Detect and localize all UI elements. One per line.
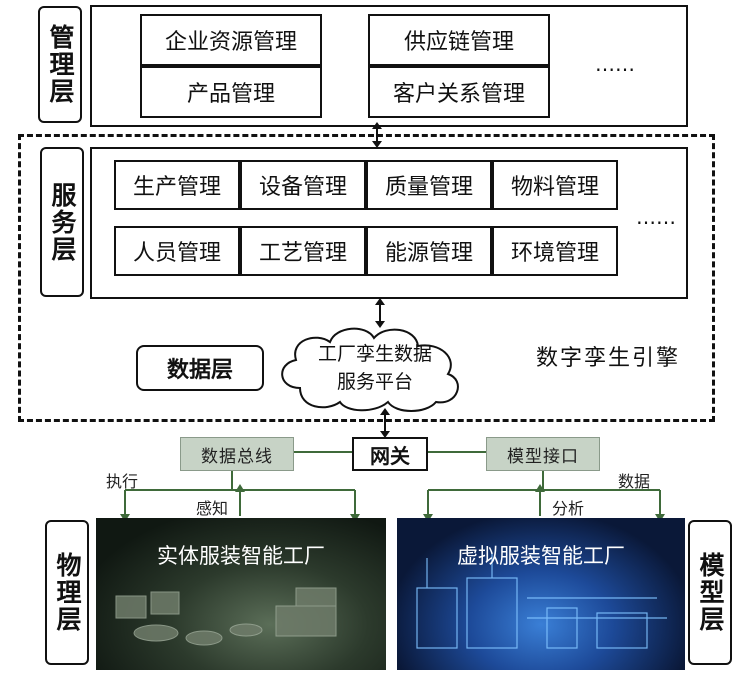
svc-personnel-box: 人员管理 xyxy=(114,226,240,276)
gateway-box: 网关 xyxy=(352,437,428,471)
exec-label: 执行 xyxy=(106,472,139,491)
twin-engine-label: 数字孪生引擎 xyxy=(536,346,681,371)
data-bus-tag: 数据总线 xyxy=(180,437,294,471)
virtual-factory-title: 虚拟服装智能工厂 xyxy=(457,544,625,568)
service-layer-tag: 服务层 xyxy=(40,147,84,297)
analyze-label: 分析 xyxy=(552,499,585,518)
mgmt-supply-chain-box: 供应链管理 xyxy=(368,14,550,66)
physical-factory-image: 实体服装智能工厂 xyxy=(96,518,386,670)
cloud-gateway-arrow xyxy=(380,408,390,438)
physical-factory-title: 实体服装智能工厂 xyxy=(157,544,325,568)
data-label: 数据 xyxy=(618,472,651,491)
mgmt-crm-box: 客户关系管理 xyxy=(368,66,550,118)
cloud-shape xyxy=(281,327,459,412)
svc-equipment-box: 设备管理 xyxy=(240,160,366,210)
management-layer-tag: 管理层 xyxy=(38,6,82,123)
svc-quality-box: 质量管理 xyxy=(366,160,492,210)
sense-label: 感知 xyxy=(196,499,229,518)
svc-process-box: 工艺管理 xyxy=(240,226,366,276)
model-layer-tag: 模型层 xyxy=(688,520,732,665)
svc-material-box: 物料管理 xyxy=(492,160,618,210)
svc-more-dots: …… xyxy=(636,205,676,229)
twin-engine-frame xyxy=(18,134,715,422)
data-layer-tag: 数据层 xyxy=(136,345,264,391)
model-interface-tag: 模型接口 xyxy=(486,437,600,471)
physical-layer-tag: 物理层 xyxy=(45,520,89,665)
mgmt-product-box: 产品管理 xyxy=(140,66,322,118)
mgmt-more-dots: …… xyxy=(595,52,635,76)
virtual-factory-image: 虚拟服装智能工厂 xyxy=(397,518,685,670)
cloud-label: 工厂孪生数据服务平台 xyxy=(317,343,432,393)
mgmt-erp-box: 企业资源管理 xyxy=(140,14,322,66)
service-cloud-arrow xyxy=(375,298,385,328)
svc-energy-box: 能源管理 xyxy=(366,226,492,276)
svc-production-box: 生产管理 xyxy=(114,160,240,210)
svc-environment-box: 环境管理 xyxy=(492,226,618,276)
